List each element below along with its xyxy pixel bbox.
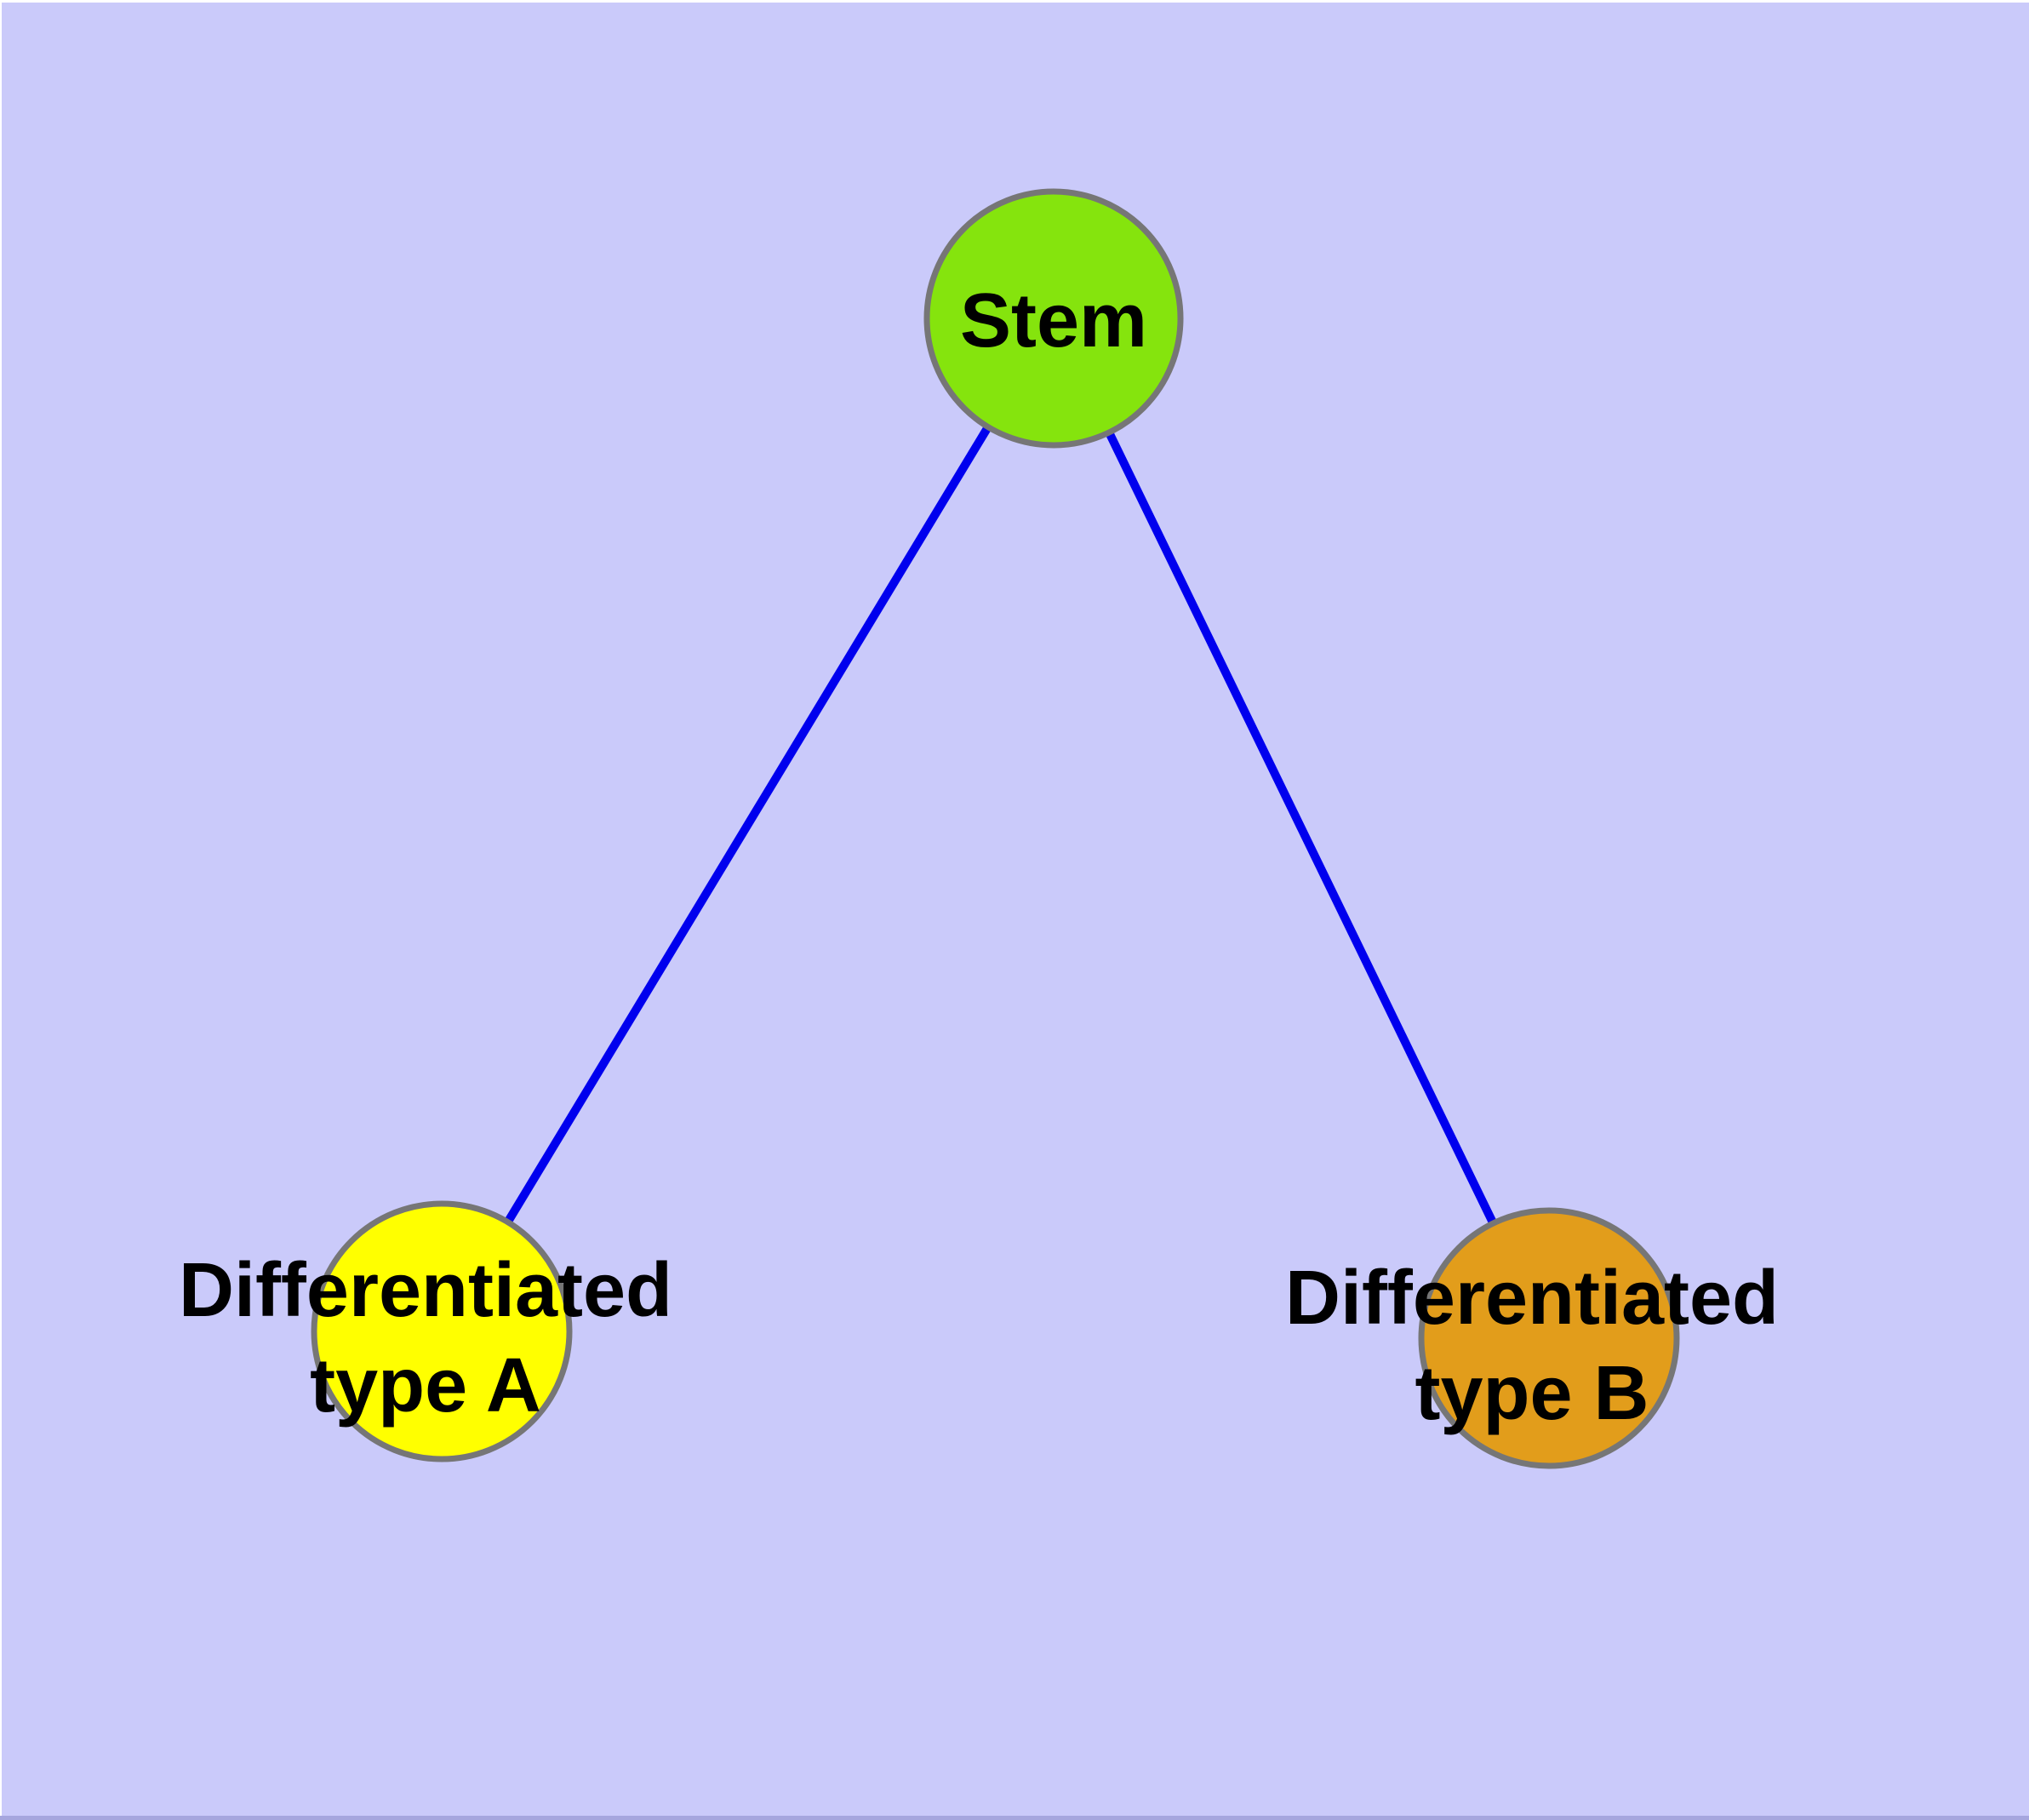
node-type-a-label-line-2: type A xyxy=(310,1343,541,1428)
edge-stem-to-type-b xyxy=(1049,316,1553,1341)
node-type-b-label-line-2: type B xyxy=(1415,1351,1649,1436)
node-type-a-circle xyxy=(311,1200,573,1462)
node-type-b-label-line-1: Differentiated xyxy=(1285,1256,1779,1341)
node-type-b-circle xyxy=(1418,1207,1680,1469)
edge-stem-to-type-a xyxy=(437,316,1058,1334)
bottom-window-edge xyxy=(0,1816,2029,1820)
node-stem-circle xyxy=(923,188,1184,449)
node-stem-label: Stem xyxy=(960,278,1147,363)
node-type-a-label-line-1: Differentiated xyxy=(179,1248,672,1333)
